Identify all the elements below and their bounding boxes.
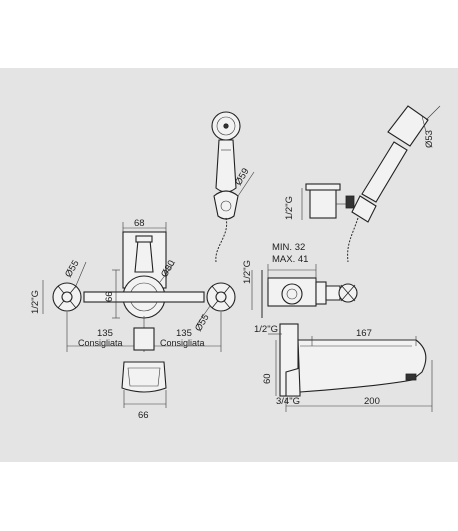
left-distance-note: Consigliata — [78, 338, 123, 348]
height-60-label: 60 — [262, 373, 273, 384]
length-167-label: 167 — [356, 328, 372, 339]
right-distance-label: 135 — [176, 328, 192, 339]
spout-front-view — [121, 327, 167, 408]
right-handle-diameter-label: Ø55 — [193, 312, 212, 333]
spout-side-view — [268, 323, 433, 412]
technical-drawing: Ø59 — [30, 105, 441, 421]
right-thread-label: 1/2"G — [242, 260, 253, 284]
hand-shower — [211, 111, 241, 263]
length-200-label: 200 — [364, 396, 380, 407]
width-68-label: 68 — [134, 218, 145, 229]
holder-thread-label: 1/2"G — [284, 196, 295, 220]
max-label: MAX. 41 — [272, 254, 308, 265]
spout-top-thread-label: 1/2"G — [254, 324, 278, 335]
drawing-sheet: Ø59 — [0, 68, 458, 462]
left-distance-label: 135 — [97, 328, 113, 339]
height-66-label: 66 — [104, 291, 115, 302]
right-distance-note: Consigliata — [160, 338, 205, 348]
showerhead-diameter-label: Ø53 — [424, 130, 435, 148]
hose-diameter-label: Ø59 — [233, 166, 252, 187]
shower-side-view — [261, 105, 441, 318]
mixer-front-view — [42, 222, 253, 352]
spout-bottom-thread-label: 3/4"G — [276, 396, 300, 407]
spout-width-label: 66 — [138, 410, 149, 421]
left-handle-diameter-label: Ø55 — [63, 258, 82, 279]
min-label: MIN. 32 — [272, 242, 305, 253]
left-thread-label: 1/2"G — [30, 290, 41, 314]
